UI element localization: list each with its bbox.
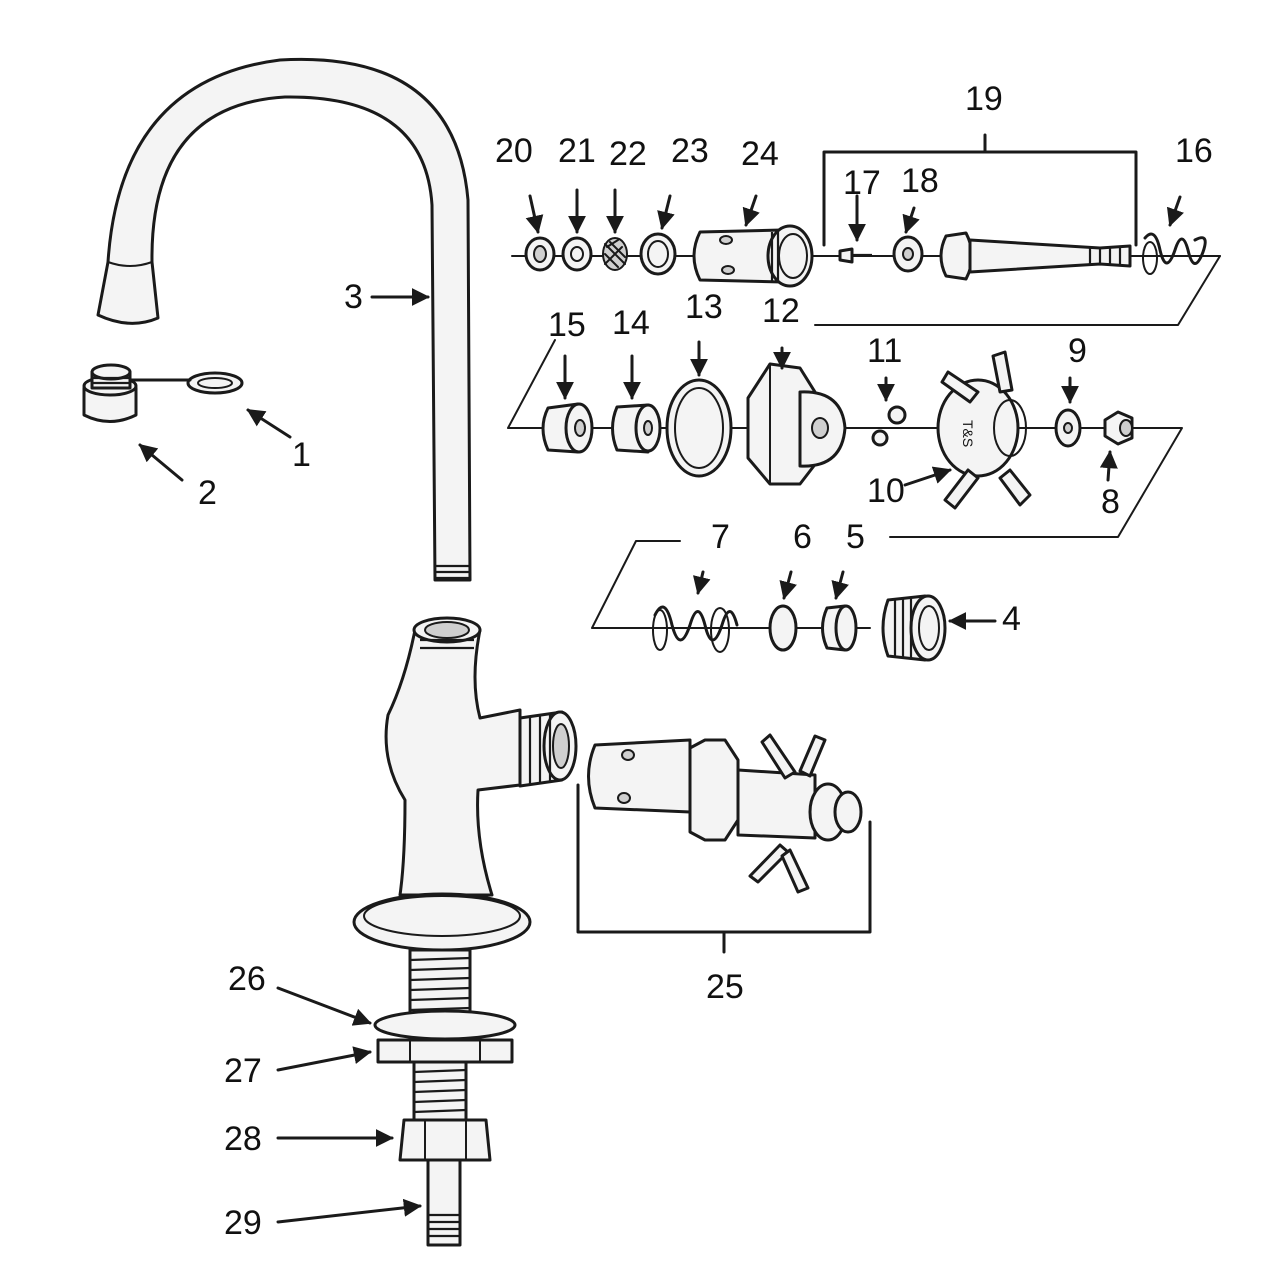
- part-6-disc: [768, 604, 798, 652]
- part-23-ring: [639, 232, 677, 276]
- part-18-washer: [892, 235, 924, 273]
- callout-17: 17: [843, 164, 881, 202]
- aerator-washer: [128, 371, 244, 395]
- callout-21: 21: [558, 132, 596, 170]
- bracket-19: [822, 150, 1138, 247]
- callout-20: 20: [495, 132, 533, 170]
- part-28-coupling-nut: [398, 1118, 492, 1162]
- part-13-gasket: [665, 378, 733, 478]
- part-16-spring: [1142, 232, 1207, 275]
- callout-10: 10: [867, 472, 905, 510]
- callout-6: 6: [793, 518, 812, 556]
- callout-labels: 1 2 3 4 5 6 7 8 9 10 11 12 13 14 15 16 1…: [198, 80, 1213, 1242]
- handle-stamp: T&S: [960, 420, 976, 447]
- part-12-hex-nut: [746, 362, 847, 486]
- callout-18: 18: [901, 162, 939, 200]
- part-7-spring: [652, 605, 739, 653]
- callout-29: 29: [224, 1204, 262, 1242]
- callout-7: 7: [711, 518, 730, 556]
- callout-4: 4: [1002, 600, 1021, 638]
- part-10-cross-handle: T&S: [936, 350, 1032, 510]
- callout-26: 26: [228, 960, 266, 998]
- part-21-washer: [561, 236, 593, 272]
- part-20-nut: [524, 236, 556, 272]
- callout-19: 19: [965, 80, 1003, 118]
- callout-23: 23: [671, 132, 709, 170]
- callout-11: 11: [867, 332, 902, 370]
- callout-14: 14: [612, 304, 650, 342]
- part-29-tailpiece: [426, 1158, 462, 1247]
- callout-9: 9: [1068, 332, 1087, 370]
- part-27-locknut: [376, 1038, 514, 1064]
- connector-row1-row2: [814, 255, 1221, 326]
- threaded-shank: [408, 948, 472, 1022]
- callout-25: 25: [706, 968, 744, 1006]
- callout-22: 22: [609, 135, 647, 173]
- part-8-index-button: [1103, 410, 1134, 446]
- callout-16: 16: [1175, 132, 1213, 170]
- gooseneck-spout: [96, 57, 472, 582]
- callout-2: 2: [198, 474, 217, 512]
- callout-13: 13: [685, 288, 723, 326]
- part-25-valve-assembly: [587, 733, 863, 894]
- part-19-stem: [939, 231, 1132, 281]
- callout-1: 1: [292, 436, 311, 474]
- faucet-body: [352, 616, 578, 952]
- callout-3: 3: [344, 278, 363, 316]
- part-14-sleeve: [611, 403, 662, 454]
- callout-12: 12: [762, 292, 800, 330]
- row3-axis: [591, 540, 871, 629]
- part-26-washer: [373, 1009, 517, 1041]
- row2-axis: [507, 339, 1183, 538]
- spout-thread: [435, 564, 470, 580]
- aerator-body: [82, 363, 138, 423]
- callout-27: 27: [224, 1052, 262, 1090]
- part-15-seat: [541, 402, 594, 454]
- part-17-screw: [838, 247, 872, 264]
- part-11-ball: [871, 405, 907, 447]
- part-9-washer: [1054, 408, 1082, 448]
- part-22-screen: [602, 237, 628, 271]
- callout-24: 24: [741, 135, 779, 173]
- callout-5: 5: [846, 518, 865, 556]
- callout-15: 15: [548, 306, 586, 344]
- callout-28: 28: [224, 1120, 262, 1158]
- part-5-washer: [821, 604, 858, 652]
- part-24-bonnet: [692, 224, 814, 288]
- callout-8: 8: [1101, 483, 1120, 521]
- lower-shank: [412, 1060, 468, 1124]
- part-4-nut: [881, 594, 947, 662]
- leader-arrows: [138, 188, 1184, 1224]
